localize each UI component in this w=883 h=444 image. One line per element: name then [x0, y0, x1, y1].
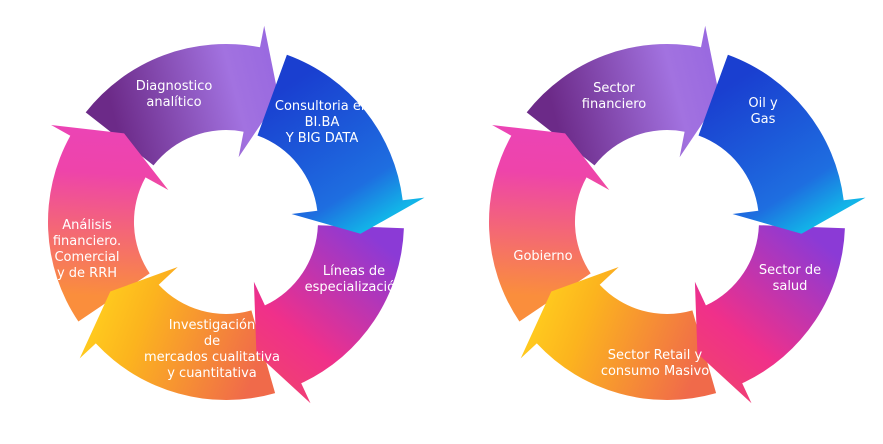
cycle-arrow-segment-1: [257, 54, 425, 234]
segment-label-right-4: Gobierno: [513, 249, 573, 264]
segment-label-right-2: Sector de salud: [758, 263, 822, 294]
cycle-diagram-left: Consultoria en BI.BA Y BIG DATA Líneas d…: [0, 0, 441, 444]
cycle-arrow-segment-3: [520, 267, 717, 401]
cycle-arrow-segment-2: [253, 225, 404, 404]
segment-label-left-2: Líneas de especialización: [304, 264, 404, 295]
cycle-arrow-segment-4: [488, 125, 610, 322]
cycle-ring-left: [47, 25, 425, 404]
cycle-arrow-segment-5: [85, 25, 279, 166]
segment-label-right-5: Sector financiero: [581, 81, 647, 112]
cycle-arrow-segment-2: [694, 225, 845, 404]
cycle-diagram-right: Oil y Gas Sector de salud Sector Retail …: [441, 0, 882, 444]
segment-label-right-1: Oil y Gas: [748, 96, 778, 127]
segment-label-left-3: Investigación de mercados cualitativa y …: [144, 318, 280, 381]
segment-label-right-3: Sector Retail y consumo Masivo: [600, 348, 710, 379]
segment-label-left-5: Diagnostico analítico: [135, 79, 213, 110]
cycle-arrow-segment-4: [47, 125, 169, 322]
cycle-ring-right: [488, 25, 866, 404]
cycle-arrow-segment-1: [698, 54, 866, 234]
segment-label-left-4: Análisis financiero. Comercial y de RRH: [52, 218, 122, 281]
segment-label-left-1: Consultoria en BI.BA Y BIG DATA: [274, 99, 370, 146]
cycle-arrow-segment-3: [79, 267, 276, 401]
cycle-arrow-segment-5: [526, 25, 720, 166]
